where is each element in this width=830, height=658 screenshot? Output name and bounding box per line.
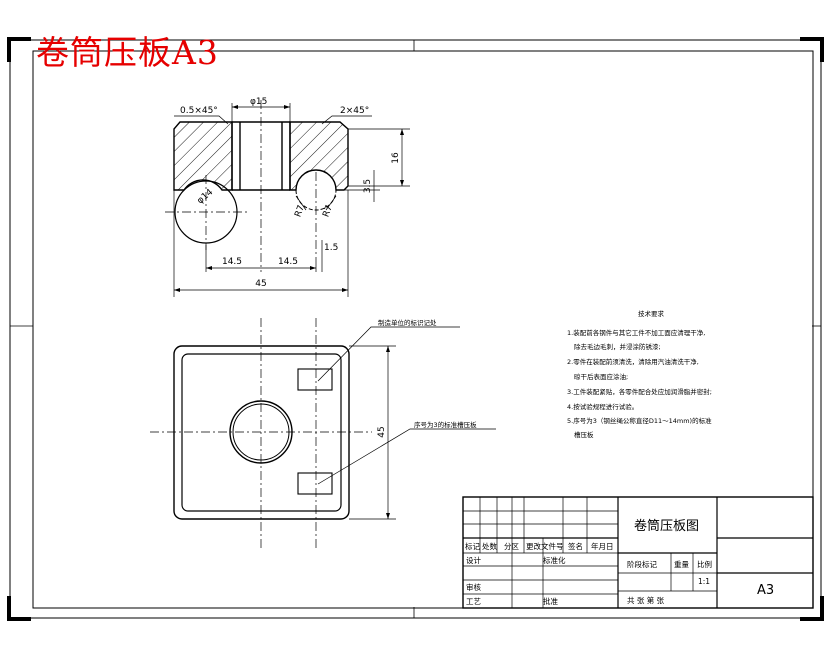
sheet-frame bbox=[9, 39, 822, 619]
tech-note-line-7: 5.序号为3（钢丝绳公称直径D11～14mm)的标准 bbox=[567, 416, 712, 425]
label-weight: 重量 bbox=[674, 560, 689, 569]
tech-note-line-8: 槽压板 bbox=[574, 430, 594, 439]
right-section bbox=[289, 121, 349, 191]
label-stage-mark: 阶段标记 bbox=[627, 559, 657, 569]
dim-hole: φ14 bbox=[196, 187, 216, 206]
top-view: 45 制造单位的标识记处 序号为3的标准槽压板 bbox=[150, 318, 496, 548]
corner-marks bbox=[7, 37, 824, 621]
centering-ticks bbox=[10, 40, 821, 618]
part-name: 卷筒压板图 bbox=[634, 518, 699, 534]
leader-label-top: 制造单位的标识记处 bbox=[378, 318, 437, 327]
label-approve: 批准 bbox=[543, 596, 558, 606]
tech-note-line-5: 3.工件装配紧贴，各零件配合处应加润滑脂并密封; bbox=[567, 387, 712, 396]
dim-side: 45 bbox=[377, 426, 387, 437]
dim-width: 45 bbox=[255, 279, 266, 289]
tech-notes: 技术要求 1.装配前各钢件与其它工件不加工面应清理干净, 除去毛边毛刺，并浸涂防… bbox=[567, 309, 712, 439]
label-review: 审核 bbox=[466, 582, 481, 592]
dim-chamfer-right: 2×45° bbox=[340, 106, 369, 116]
sheet-count: 共 张 第 张 bbox=[627, 595, 665, 605]
dim-radius-a: R7 bbox=[293, 204, 306, 219]
label-scale: 比例 bbox=[697, 559, 712, 569]
title-block: 卷筒压板图 A3 标记 处数 分区 更改文件号 签名 年月日 设计 标准化 审核… bbox=[462, 496, 814, 609]
leader-label-bottom: 序号为3的标准槽压板 bbox=[414, 420, 477, 429]
dim-height: 16 bbox=[391, 152, 401, 164]
front-view: 0.5×45° φ15 2×45° 16 3.5 φ14 R7 R7 1.5 1… bbox=[165, 97, 410, 297]
col-date: 年月日 bbox=[591, 541, 614, 551]
label-standardize: 标准化 bbox=[543, 555, 566, 565]
tech-note-line-3: 2.零件在装配前须清洗，清除用汽油清洗干净, bbox=[567, 357, 699, 366]
tech-notes-heading: 技术要求 bbox=[638, 309, 665, 318]
dim-bore: φ15 bbox=[250, 97, 267, 107]
dim-step: 3.5 bbox=[363, 179, 373, 193]
dim-radius-b: R7 bbox=[321, 204, 334, 219]
tech-note-line-2: 除去毛边毛刺，并浸涂防锈漆; bbox=[574, 342, 661, 351]
tech-note-line-1: 1.装配前各钢件与其它工件不加工面应清理干净, bbox=[567, 328, 705, 337]
label-design: 设计 bbox=[466, 555, 481, 565]
sheet-size: A3 bbox=[757, 583, 774, 598]
tech-note-line-6: 4.按试验规程进行试验。 bbox=[567, 402, 638, 411]
col-signature: 签名 bbox=[568, 541, 583, 551]
label-process: 工艺 bbox=[466, 597, 481, 606]
left-section bbox=[173, 121, 233, 191]
tech-note-line-4: 晾干后表面应涂油; bbox=[574, 372, 628, 381]
col-zone: 分区 bbox=[504, 542, 519, 551]
dim-chamfer-left: 0.5×45° bbox=[180, 106, 218, 116]
dim-offset: 1.5 bbox=[324, 243, 338, 253]
dim-half-right: 14.5 bbox=[278, 257, 298, 267]
col-change-doc: 更改文件号 bbox=[526, 541, 564, 551]
dim-half-left: 14.5 bbox=[222, 257, 242, 267]
scale-value: 1:1 bbox=[698, 577, 710, 586]
col-mark: 标记 bbox=[465, 541, 480, 551]
col-count: 处数 bbox=[482, 541, 497, 551]
drawing-title-overlay: 卷筒压板A3 bbox=[36, 33, 219, 72]
